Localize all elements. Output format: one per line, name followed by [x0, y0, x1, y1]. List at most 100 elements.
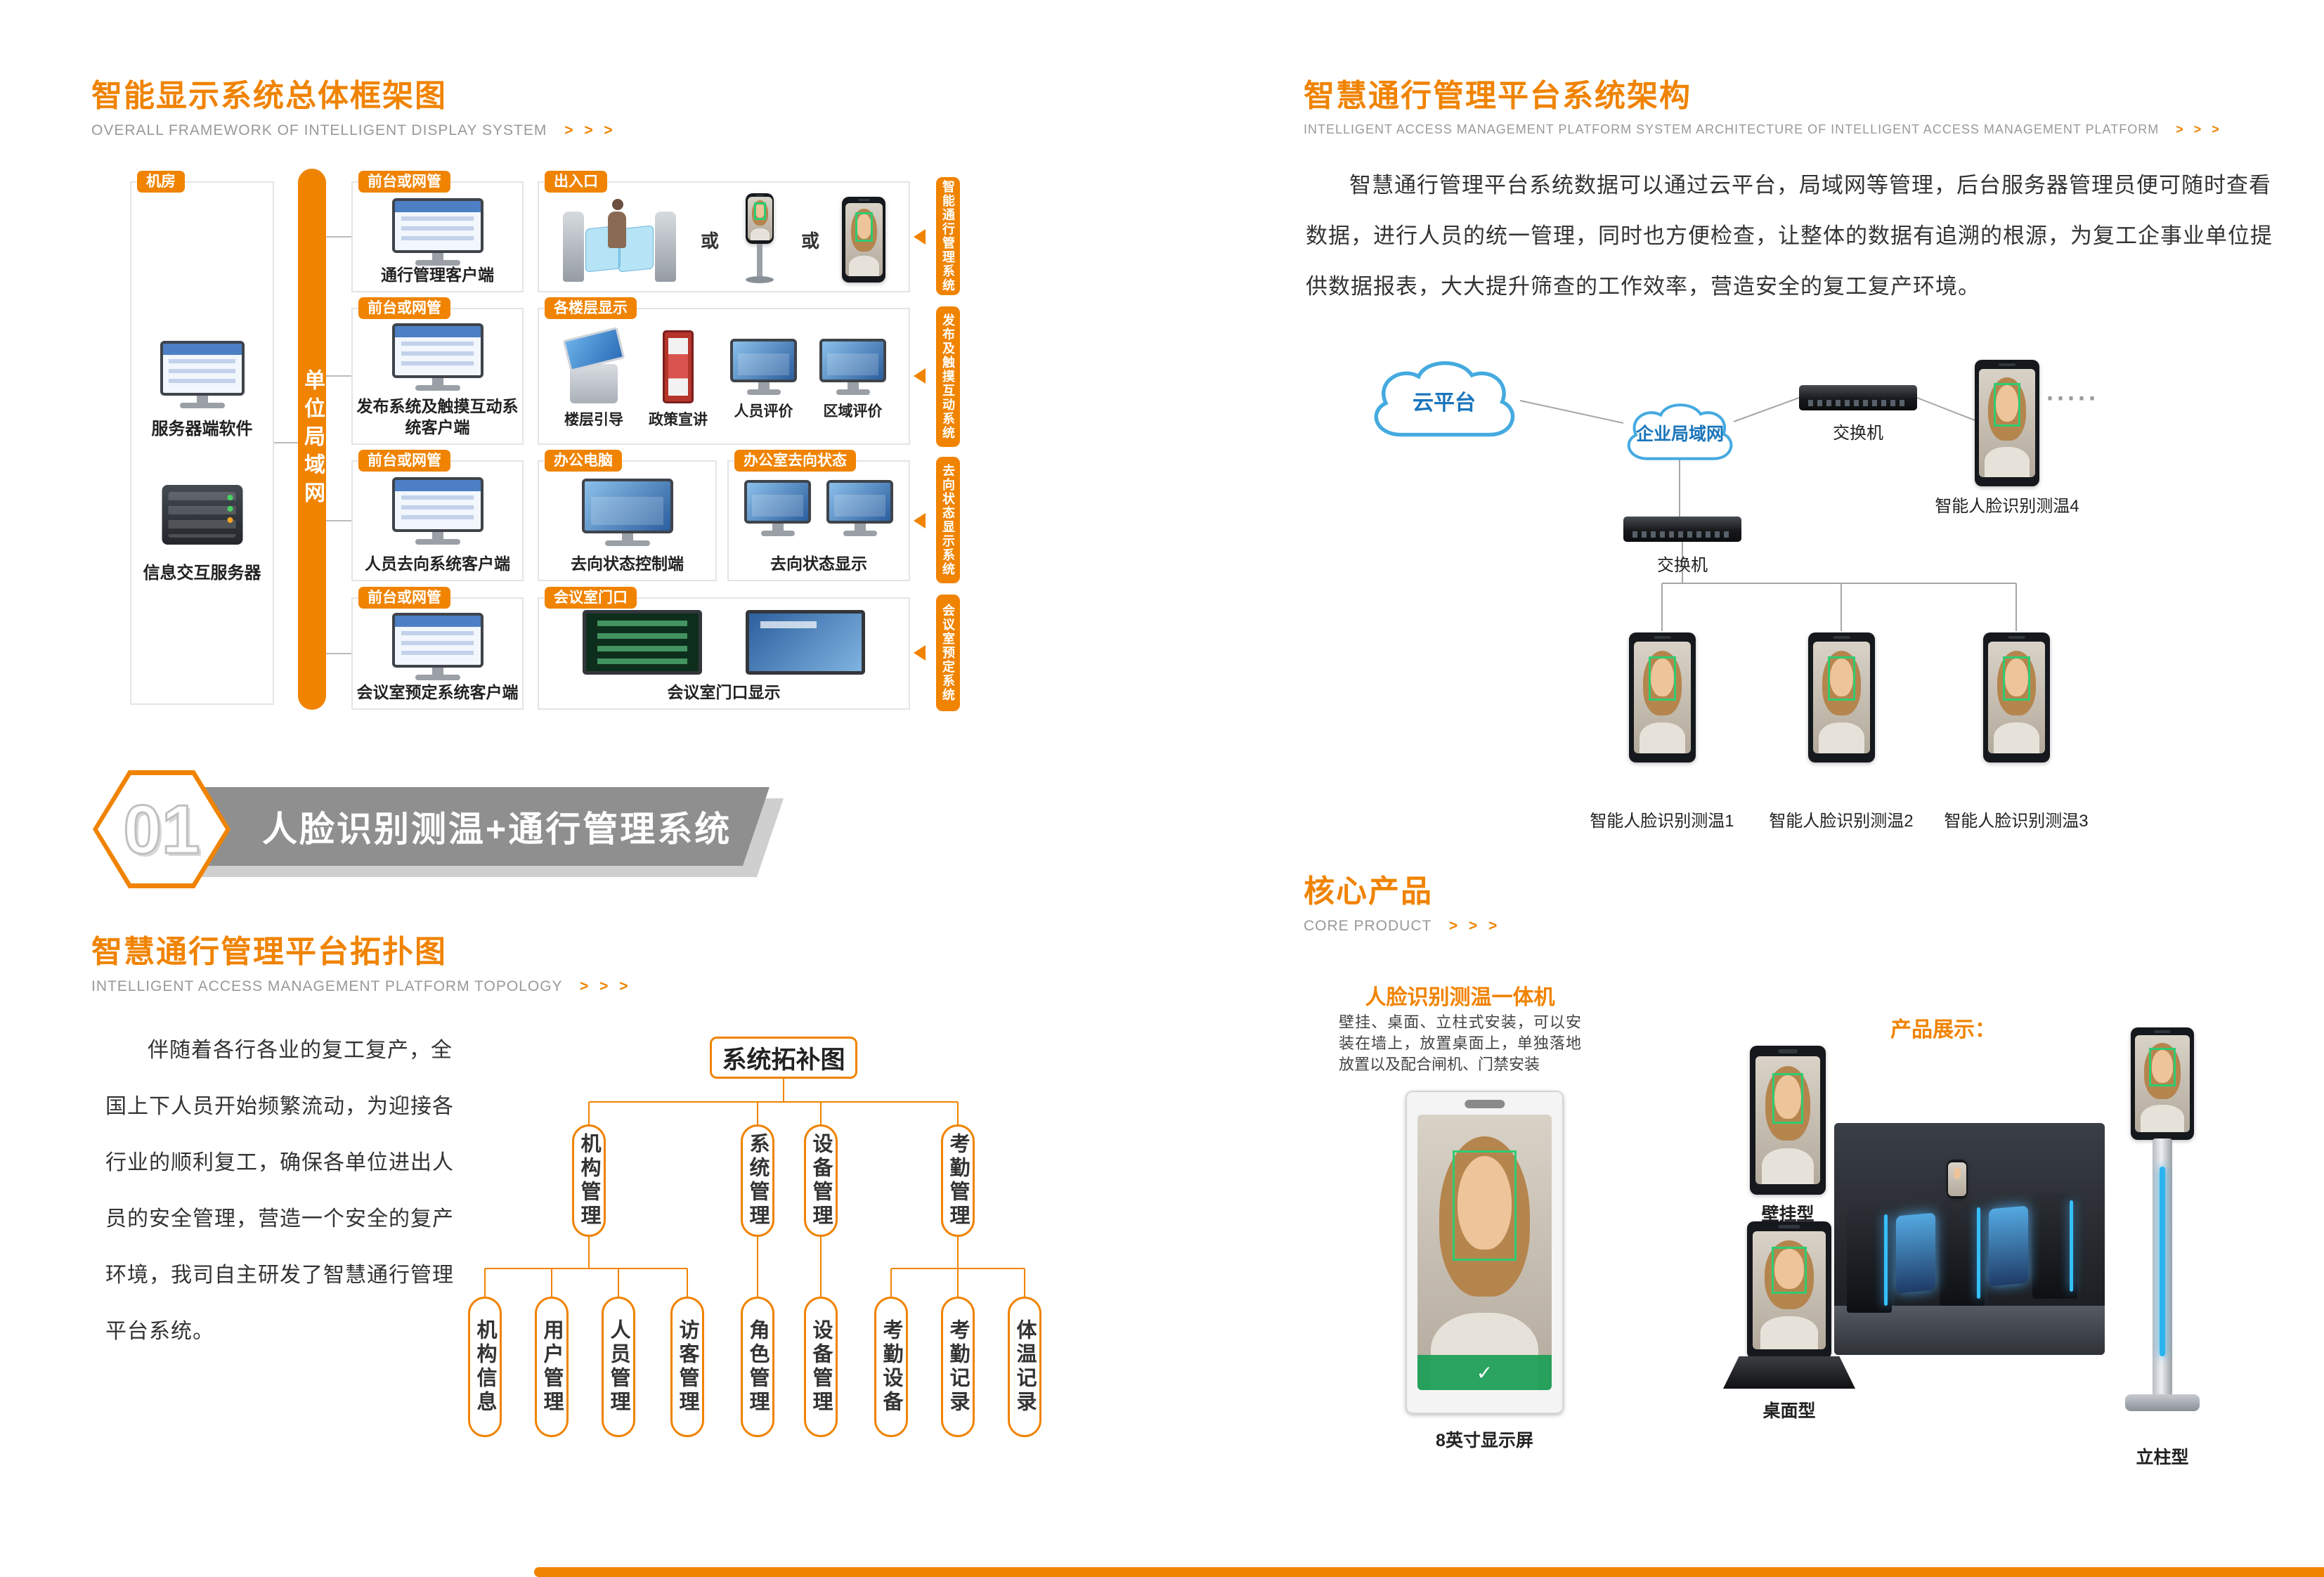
topology-tree: 系统拓补图 机构管理 系统管理 设备管理 考勤管理 机构信息 用户管理 人员管理… — [450, 1019, 1082, 1476]
monitor-screen — [391, 323, 483, 378]
switch-icon — [1623, 517, 1741, 542]
monitor-base — [746, 389, 781, 395]
totem-screen — [668, 337, 689, 396]
face-frame — [1772, 1246, 1807, 1294]
monitor-neck — [854, 524, 866, 531]
tree-leaf: 考勤设备 — [874, 1297, 908, 1437]
device-screen — [1979, 368, 2035, 478]
face-device-icon — [1983, 632, 2050, 762]
system-bar-meeting: 会议室预定系统 — [936, 595, 960, 711]
arrows-icon: > > > — [564, 122, 616, 138]
gate-cabinet — [1940, 1200, 1985, 1306]
face-frame — [855, 212, 874, 242]
device-screen — [748, 197, 772, 240]
face — [1996, 384, 2018, 422]
architecture-subtitle: INTELLIGENT ACCESS MANAGEMENT PLATFORM S… — [1304, 122, 2223, 137]
switch2-label: 交换机 — [1657, 556, 1708, 575]
core-subtitle-text: CORE PRODUCT — [1304, 918, 1432, 934]
showcase-title: 产品展示： — [1890, 1018, 1996, 1041]
face — [1774, 1249, 1804, 1290]
row3-office-pc-label: 去向状态控制端 — [571, 554, 684, 573]
system-bar-access: 智能通行管理系统 — [936, 177, 960, 295]
framework-title: 智能显示系统总体框架图 — [91, 79, 447, 113]
connector-line — [274, 442, 298, 443]
row1-entrance-box: 出入口 或 或 — [538, 171, 910, 292]
row4-client-box: 前台或网管 会议室预定系统客户端 — [351, 587, 524, 710]
server-room-tag: 机房 — [137, 171, 185, 193]
cloud-platform-icon — [1374, 361, 1515, 437]
desk-type-device — [1747, 1221, 1831, 1359]
cloud-platform-label: 云平台 — [1413, 391, 1476, 415]
turnstile-scene-image — [1834, 1123, 2105, 1355]
device-pole — [757, 244, 763, 276]
tree-branch: 考勤管理 — [941, 1124, 975, 1237]
monitor-base — [415, 539, 460, 545]
device-screen — [1755, 1056, 1821, 1185]
info-server-label: 信息交互服务器 — [143, 564, 261, 583]
item-label: 楼层引导 — [564, 412, 623, 428]
device3-label: 智能人脸识别测温3 — [1944, 812, 2089, 831]
face-device-icon — [1808, 632, 1875, 762]
row2-floors-box: 各楼层显示 楼层引导 政策宣讲 人员评价 — [538, 297, 910, 445]
device4-label: 智能人脸识别测温4 — [1935, 497, 2079, 516]
bottom-accent-strip — [534, 1567, 2324, 1577]
monitor-base — [760, 531, 795, 536]
ellipsis-dots: ····· — [2046, 384, 2099, 413]
row4-meeting-box: 会议室门口 会议室门口显示 — [538, 587, 910, 710]
row4-meeting-tag: 会议室门口 — [545, 587, 637, 609]
row3-office-pc-tag: 办公电脑 — [545, 450, 622, 472]
row3-client-box: 前台或网管 人员去向系统客户端 — [351, 450, 524, 581]
face — [1458, 1155, 1512, 1250]
monitor-screen — [160, 341, 245, 396]
camera-icon — [1833, 635, 1850, 640]
monitor-neck — [431, 378, 443, 385]
face — [1818, 722, 1865, 754]
arrows-icon: > > > — [580, 978, 632, 994]
monitor-neck — [847, 382, 859, 389]
pole-light-strip — [2160, 1167, 2165, 1356]
row4-client-tag: 前台或网管 — [358, 587, 450, 609]
tree-leaf: 访客管理 — [670, 1297, 704, 1437]
wall-face-device-illustration — [842, 197, 886, 283]
scene-floor — [1834, 1306, 2105, 1355]
monitor-icon — [819, 339, 886, 395]
tree-leaf: 角色管理 — [741, 1297, 774, 1437]
tree-branch: 系统管理 — [741, 1124, 774, 1237]
policy-totem-item: 政策宣讲 — [649, 330, 708, 429]
system-bar-publish: 发布及触摸互动系统 — [936, 306, 960, 447]
tree-branch: 设备管理 — [804, 1124, 838, 1237]
face — [1639, 722, 1686, 754]
kiosk-icon — [561, 327, 626, 403]
row2-client-tag: 前台或网管 — [358, 297, 450, 319]
face-frame — [1827, 656, 1856, 701]
monitor-screen — [826, 480, 893, 524]
framework-subtitle: OVERALL FRAMEWORK OF INTELLIGENT DISPLAY… — [91, 122, 616, 139]
monitor-base — [843, 531, 877, 536]
connector-line — [326, 520, 351, 521]
pole-type-device — [2131, 1027, 2194, 1140]
network-diagram — [1374, 361, 2017, 631]
architecture-title: 智慧通行管理平台系统架构 — [1304, 79, 1692, 113]
row3-status-label: 去向状态显示 — [770, 554, 867, 573]
face — [1993, 722, 2040, 754]
camera-icon — [2008, 635, 2025, 640]
connector-line — [326, 653, 351, 654]
monitor-neck — [758, 382, 770, 389]
monitor-neck — [431, 532, 443, 539]
lan-cloud-label: 企业局域网 — [1635, 424, 1724, 444]
monitor-base — [415, 385, 460, 391]
tree-leaf: 考勤记录 — [941, 1297, 975, 1437]
face-frame — [2149, 1048, 2176, 1087]
monitor-base — [836, 389, 870, 395]
face-frame — [1994, 382, 2020, 427]
desk-type-label: 桌面型 — [1763, 1401, 1816, 1421]
face-device-icon — [1947, 1160, 1968, 1199]
device-screen — [2135, 1035, 2190, 1132]
row3-client-label: 人员去向系统客户端 — [365, 554, 510, 573]
face-frame — [1772, 1072, 1804, 1124]
face — [1774, 1075, 1801, 1120]
item-label: 区域评价 — [823, 403, 883, 420]
tree-leaf: 用户管理 — [535, 1297, 569, 1437]
framework-subtitle-text: OVERALL FRAMEWORK OF INTELLIGENT DISPLAY… — [91, 122, 547, 138]
left-arrow-icon — [914, 513, 926, 528]
